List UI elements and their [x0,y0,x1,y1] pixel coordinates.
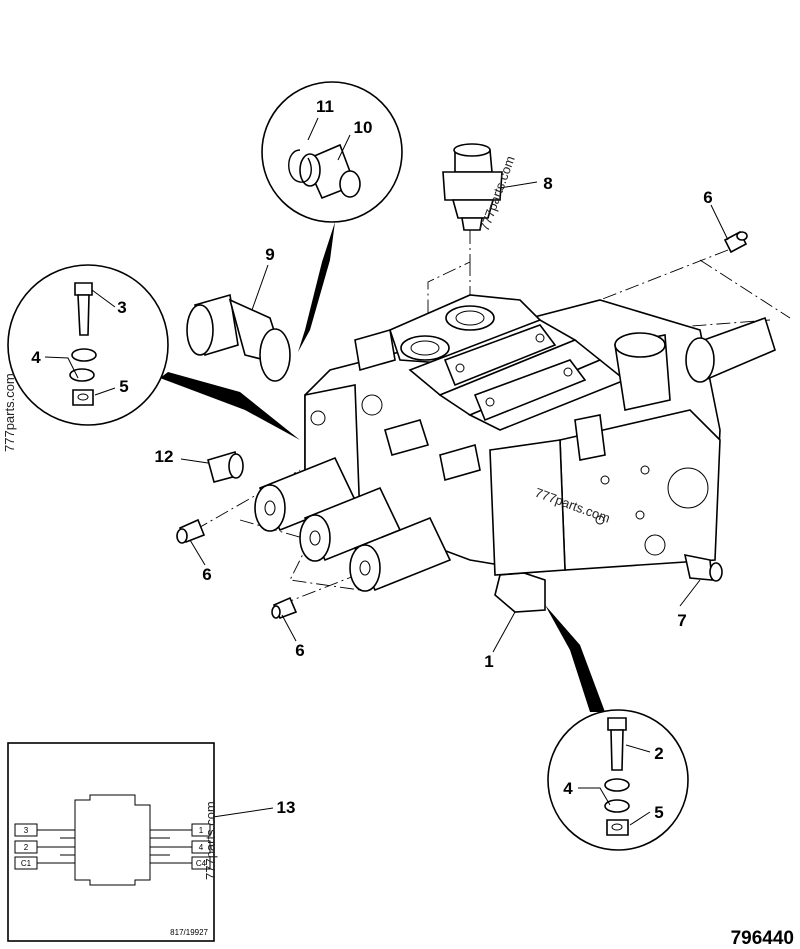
fitting-6-left [176,518,206,544]
elbow-fitting-12 [207,450,244,483]
detail-circle-2-4-5-right [547,709,689,851]
watermark-left: 777parts.com [2,373,17,452]
fitting-6-bottom [271,596,298,620]
port-label-right-3: C4 [196,859,207,868]
callout-5-right: 5 [654,803,663,822]
detail-circle-10-11 [261,81,403,223]
callout-1: 1 [484,652,493,671]
leader-wedge-top [298,222,335,352]
port-label-left-3: C1 [21,859,32,868]
callout-11: 11 [316,97,334,116]
callout-6-left: 6 [202,565,211,584]
port-label-left-2: 2 [24,843,29,852]
port-label-left-1: 3 [24,826,29,835]
callout-13: 13 [277,798,296,817]
solenoid-coils [254,456,452,592]
hydraulic-schematic: 3 2 C1 1 4 C4 817/19927 [7,742,215,942]
figure-number: 796440 [731,928,794,949]
schematic-ref: 817/19927 [170,928,208,937]
callout-3: 3 [117,298,126,317]
leader-wedge-left [160,372,300,440]
fitting-6-top [723,230,748,254]
leader-wedge-bottom [545,605,605,712]
fitting-7 [683,553,723,582]
leader-lines [44,117,729,826]
detail-circle-3-4-5-left [7,264,169,426]
port-label-right-2: 4 [199,843,204,852]
port-label-right-1: 1 [199,826,204,835]
callout-4-right: 4 [563,779,573,798]
callout-6-bottom: 6 [295,641,304,660]
callout-8: 8 [543,174,552,193]
callout-5-left: 5 [119,377,128,396]
callout-10: 10 [354,118,373,137]
callout-12: 12 [155,447,174,466]
adapter-fitting-9 [186,293,291,382]
watermark-schematic: 777parts.com [203,801,218,880]
callout-7: 7 [677,611,686,630]
callout-6-top: 6 [703,188,712,207]
callout-2: 2 [654,744,663,763]
callout-4-left: 4 [31,348,41,367]
callout-9: 9 [265,245,274,264]
adapter-fitting-8 [442,143,503,231]
callout-labels: 11 10 8 9 3 4 5 6 12 6 6 7 1 2 4 5 13 [31,97,712,822]
